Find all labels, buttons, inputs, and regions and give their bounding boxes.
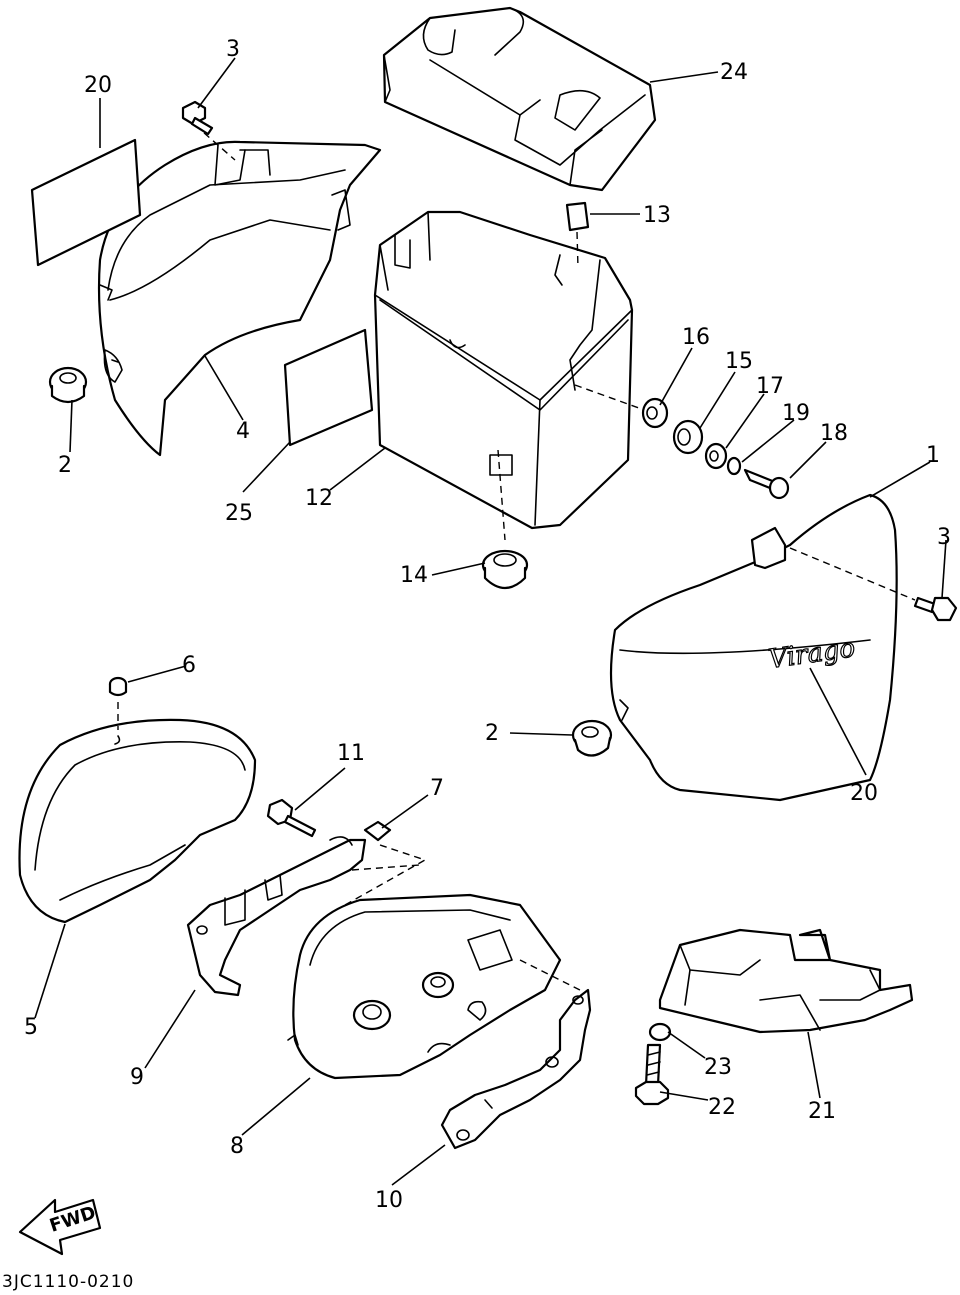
part-labels: 3 20 24 13 16 15 17 19 18 1 2 4 25 12 14… bbox=[24, 37, 951, 1213]
label-22: 22 bbox=[708, 1095, 736, 1120]
label-21: 21 bbox=[808, 1099, 836, 1124]
label-11: 11 bbox=[337, 741, 365, 766]
label-14: 14 bbox=[400, 563, 428, 588]
label-plate-20-left bbox=[30, 138, 142, 267]
left-side-cover bbox=[97, 124, 382, 457]
drive-cover-8 bbox=[287, 893, 562, 1080]
drawing-code: 3JC1110-0210 bbox=[2, 1272, 134, 1292]
bolt-22 bbox=[634, 1043, 670, 1106]
label-15: 15 bbox=[725, 349, 753, 374]
label-4: 4 bbox=[236, 419, 250, 444]
label-6: 6 bbox=[182, 653, 196, 678]
label-19: 19 bbox=[782, 401, 810, 426]
label-8: 8 bbox=[230, 1134, 244, 1159]
screw-6 bbox=[108, 676, 128, 697]
label-1: 1 bbox=[926, 443, 940, 468]
label-25: 25 bbox=[225, 501, 253, 526]
label-17: 17 bbox=[756, 374, 784, 399]
bolt-3-right bbox=[913, 596, 958, 622]
label-2-left: 2 bbox=[58, 453, 72, 478]
leader-lines bbox=[34, 57, 947, 1186]
label-2-right: 2 bbox=[485, 721, 499, 746]
bracket-9 bbox=[186, 836, 427, 997]
label-plate-25 bbox=[283, 328, 374, 447]
label-23: 23 bbox=[704, 1055, 732, 1080]
washer-23 bbox=[648, 1022, 672, 1042]
bolt-3-top bbox=[181, 100, 214, 136]
label-9: 9 bbox=[130, 1065, 144, 1090]
label-10: 10 bbox=[375, 1188, 403, 1213]
right-side-cover bbox=[609, 493, 916, 802]
rear-side-cover-5 bbox=[18, 702, 257, 924]
band-13 bbox=[565, 201, 590, 269]
bolt-11 bbox=[266, 798, 317, 838]
grommet-2-right bbox=[571, 719, 613, 757]
label-5: 5 bbox=[24, 1015, 38, 1040]
label-20-right: 20 bbox=[850, 781, 878, 806]
bracket-10 bbox=[440, 959, 592, 1150]
label-7: 7 bbox=[430, 776, 444, 801]
battery-box bbox=[373, 210, 634, 541]
label-12: 12 bbox=[305, 486, 333, 511]
fwd-arrow bbox=[18, 1198, 102, 1256]
label-3-top: 3 bbox=[226, 37, 240, 62]
label-13: 13 bbox=[643, 203, 671, 228]
battery-cover bbox=[382, 6, 657, 192]
label-16: 16 bbox=[682, 325, 710, 350]
mounting-hardware bbox=[574, 384, 790, 500]
label-3-right: 3 bbox=[937, 525, 951, 550]
grommet-2-left bbox=[48, 366, 88, 404]
label-24: 24 bbox=[720, 60, 748, 85]
grommet-14 bbox=[481, 549, 529, 590]
label-20-left: 20 bbox=[84, 73, 112, 98]
tool-tray-21 bbox=[658, 928, 914, 1034]
label-18: 18 bbox=[820, 421, 848, 446]
